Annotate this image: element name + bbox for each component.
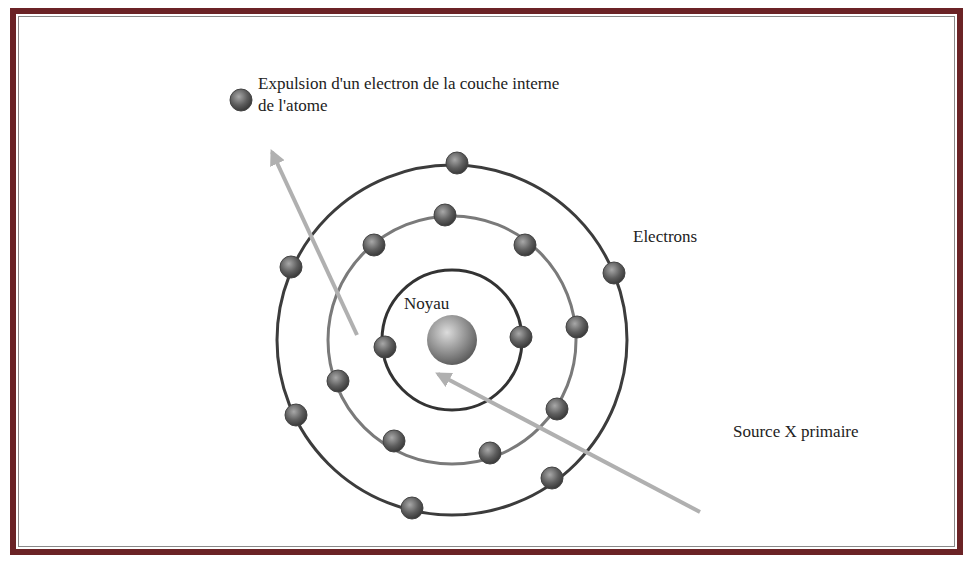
- source-label: Source X primaire: [733, 421, 859, 443]
- nucleus-label: Noyau: [404, 293, 449, 315]
- annotation-label: Expulsion d'un electron de la couche int…: [258, 73, 568, 117]
- inner-border: [18, 16, 955, 547]
- electrons-label: Electrons: [633, 226, 697, 248]
